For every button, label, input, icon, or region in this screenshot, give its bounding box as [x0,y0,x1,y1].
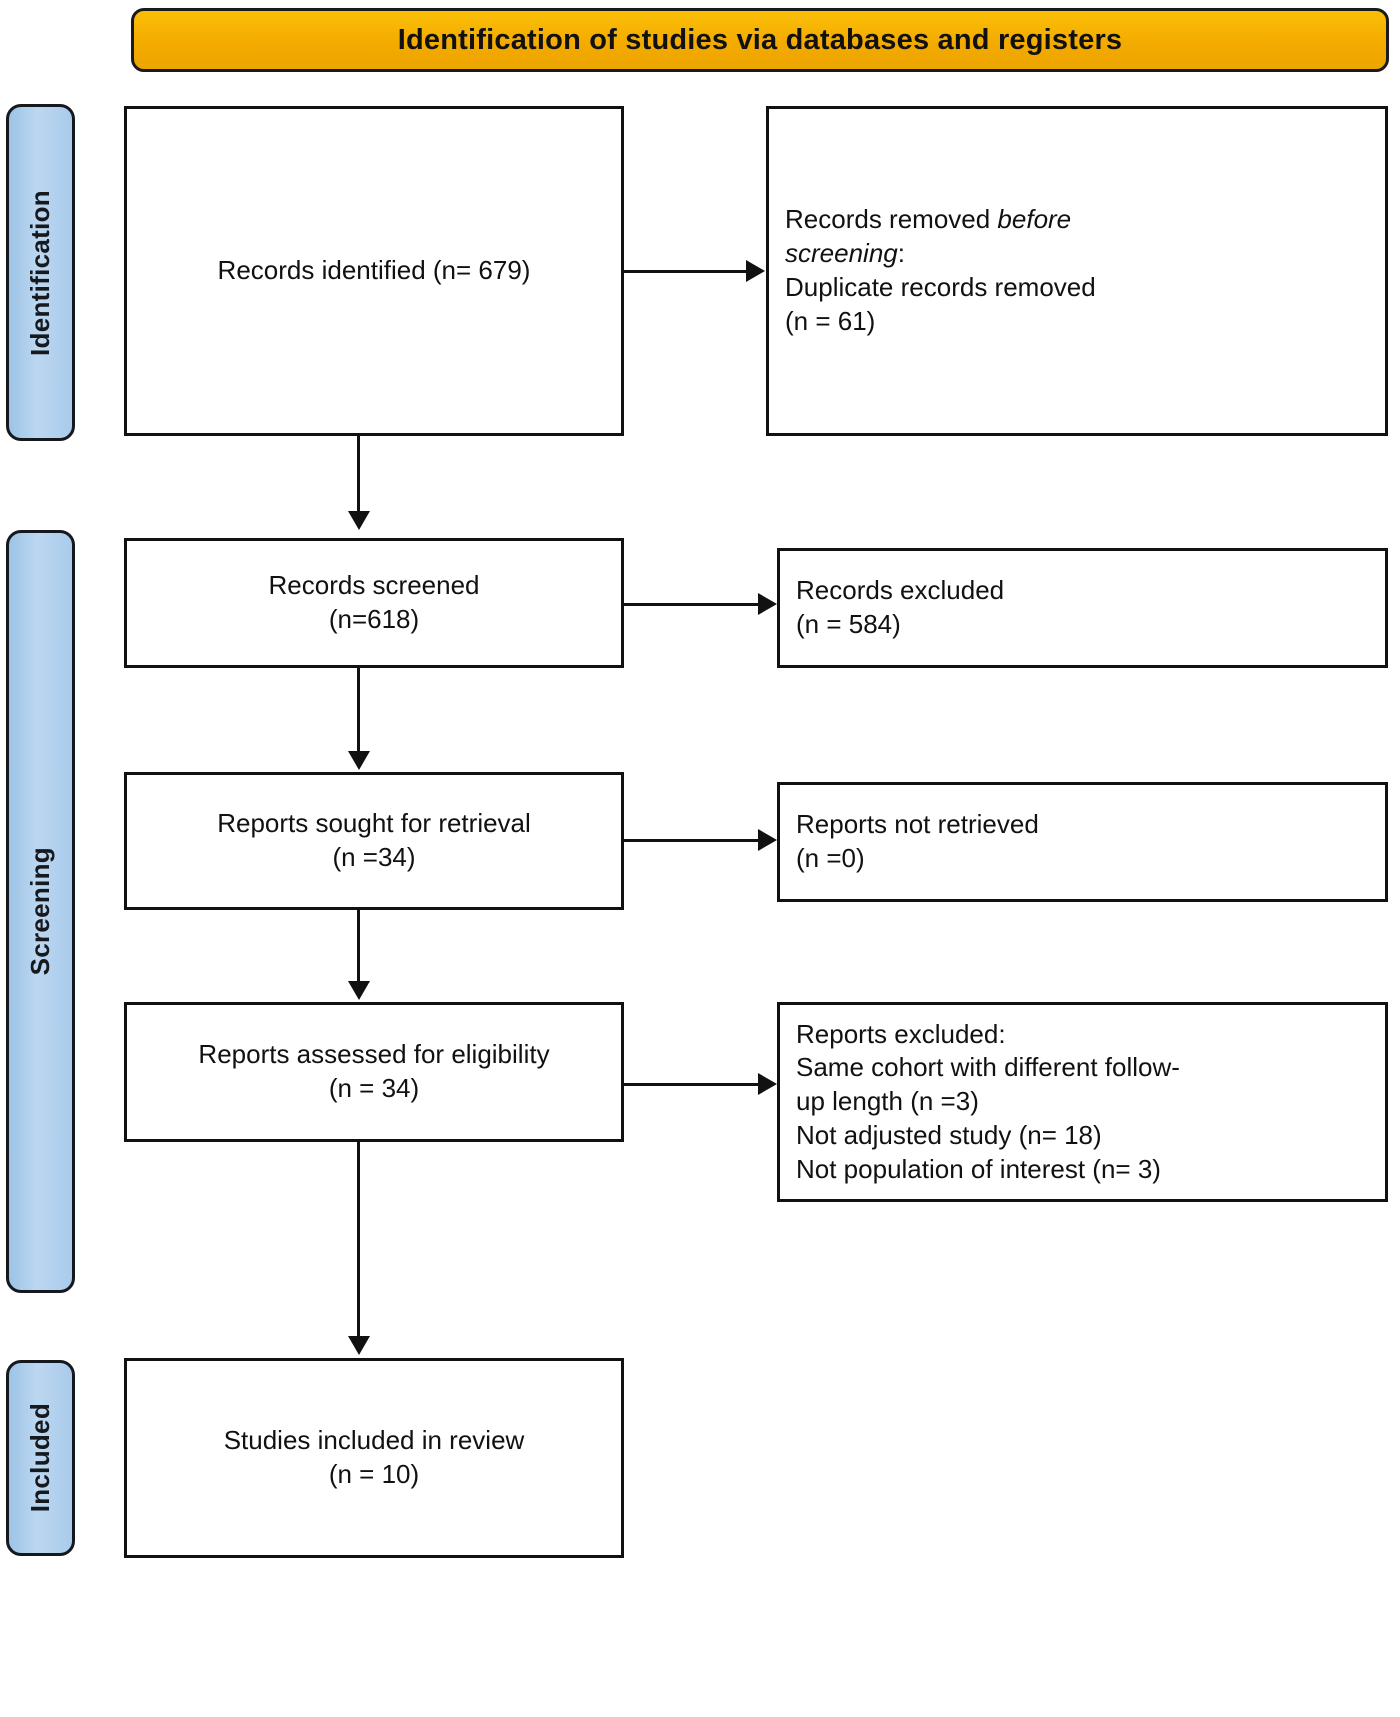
node-records-removed-before-screening: Records removed before screening: Duplic… [766,106,1388,436]
banner-title: Identification of studies via databases … [397,23,1123,56]
reports-sought-line2: (n =34) [332,842,416,872]
records-identified-line1: Records identified (n= 679) [217,255,531,286]
connector-screened-to-sought [357,668,360,753]
stage-label-identification: Identification [6,104,75,441]
node-records-screened: Records screened (n=618) [124,538,624,668]
records-removed-line3: Duplicate records removed [785,272,1096,302]
reports-assessed-line2: (n = 34) [328,1073,420,1103]
arrowhead-sought-to-assessed [348,981,370,1000]
node-reports-assessed: Reports assessed for eligibility (n = 34… [124,1002,624,1142]
connector-identified-to-removed [624,270,746,273]
reports-sought-line1: Reports sought for retrieval [217,808,531,839]
records-removed-line1-text: Records removed [785,204,998,235]
studies-included-line2: (n = 10) [328,1459,420,1489]
arrowhead-assessed-to-repexcluded [758,1073,777,1095]
records-removed-line2-tail: : [897,238,905,269]
records-excluded-line1: Records excluded [796,575,1005,606]
records-removed-line2-italic: screening [785,238,898,269]
reports-assessed-line1: Reports assessed for eligibility [198,1039,550,1070]
connector-sought-to-assessed [357,910,360,983]
diagram-banner: Identification of studies via databases … [131,8,1389,72]
arrowhead-sought-to-notretrieved [758,829,777,851]
arrowhead-assessed-to-included [348,1336,370,1355]
reports-excluded-line1: Reports excluded: [796,1018,1006,1049]
node-records-identified: Records identified (n= 679) [124,106,624,436]
node-reports-excluded: Reports excluded: Same cohort with diffe… [777,1002,1388,1202]
connector-assessed-to-repexcluded [624,1083,758,1086]
reports-excluded-line4: Not adjusted study (n= 18) [796,1119,1102,1150]
records-removed-line1-italic: before [997,204,1072,235]
connector-identified-to-screened [357,436,360,513]
records-screened-line1: Records screened [268,570,480,601]
records-removed-line2: screening: [785,237,1369,271]
reports-excluded-line5: Not population of interest (n= 3) [796,1153,1161,1184]
reports-excluded-line2: Same cohort with different follow- [796,1052,1180,1083]
reports-not-retrieved-line1: Reports not retrieved [796,809,1039,840]
node-records-excluded: Records excluded (n = 584) [777,548,1388,668]
arrowhead-screened-to-sought [348,751,370,770]
connector-assessed-to-included [357,1142,360,1338]
records-removed-line1: Records removed before [785,203,1369,237]
reports-not-retrieved-line2: (n =0) [796,843,865,873]
studies-included-line1: Studies included in review [223,1425,525,1456]
stage-label-included: Included [6,1360,75,1556]
stage-label-screening: Screening [6,530,75,1293]
connector-screened-to-excluded [624,603,758,606]
records-excluded-line2: (n = 584) [796,609,901,639]
arrowhead-identified-to-removed [746,260,765,282]
reports-excluded-line3: up length (n =3) [796,1086,979,1117]
node-reports-sought: Reports sought for retrieval (n =34) [124,772,624,910]
stage-screening-text: Screening [25,847,55,976]
records-removed-line4: (n = 61) [785,305,876,336]
node-studies-included: Studies included in review (n = 10) [124,1358,624,1558]
records-screened-line2: (n=618) [328,604,420,634]
stage-included-text: Included [25,1403,55,1513]
stage-identification-text: Identification [25,189,55,356]
connector-sought-to-notretrieved [624,839,758,842]
node-reports-not-retrieved: Reports not retrieved (n =0) [777,782,1388,902]
arrowhead-identified-to-screened [348,511,370,530]
arrowhead-screened-to-excluded [758,593,777,615]
